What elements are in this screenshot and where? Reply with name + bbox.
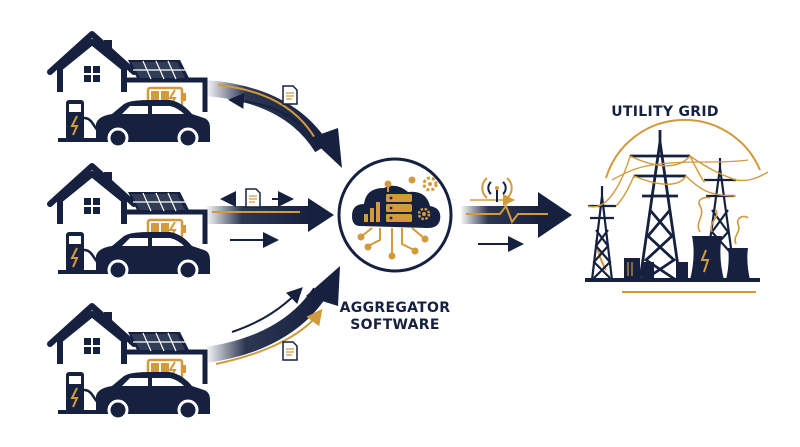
cloud-server-icon bbox=[352, 185, 441, 228]
home-1 bbox=[50, 34, 210, 147]
gear-icon bbox=[422, 176, 438, 192]
document-icon bbox=[282, 85, 298, 105]
utility-grid-label: UTILITY GRID bbox=[611, 104, 719, 120]
flow-arrow-home-2 bbox=[205, 188, 334, 248]
wireless-signal-icon bbox=[481, 177, 513, 202]
aggregator-node bbox=[337, 157, 453, 273]
transmission-tower-icon bbox=[588, 186, 616, 281]
circuit-lines bbox=[357, 176, 429, 260]
home-3 bbox=[50, 306, 210, 419]
utility-grid bbox=[585, 118, 769, 293]
aggregator-label-line-1: AGGREGATOR bbox=[339, 300, 451, 316]
document-icon bbox=[282, 341, 298, 361]
flow-arrow-to-grid bbox=[460, 177, 572, 252]
transmission-tower-icon bbox=[630, 130, 690, 282]
home-2 bbox=[50, 166, 210, 279]
smoke-icon bbox=[697, 196, 749, 245]
document-icon bbox=[245, 188, 261, 208]
aggregator-label-line-2: SOFTWARE bbox=[350, 317, 440, 333]
flow-arrow-home-1 bbox=[204, 80, 342, 168]
house-icon bbox=[50, 34, 210, 147]
flow-arrow-home-3 bbox=[203, 266, 340, 365]
house-icon bbox=[50, 306, 210, 419]
house-icon bbox=[50, 166, 210, 279]
aggregator-label: AGGREGATOR SOFTWARE bbox=[320, 300, 470, 334]
cooling-tower-icon bbox=[676, 236, 750, 280]
